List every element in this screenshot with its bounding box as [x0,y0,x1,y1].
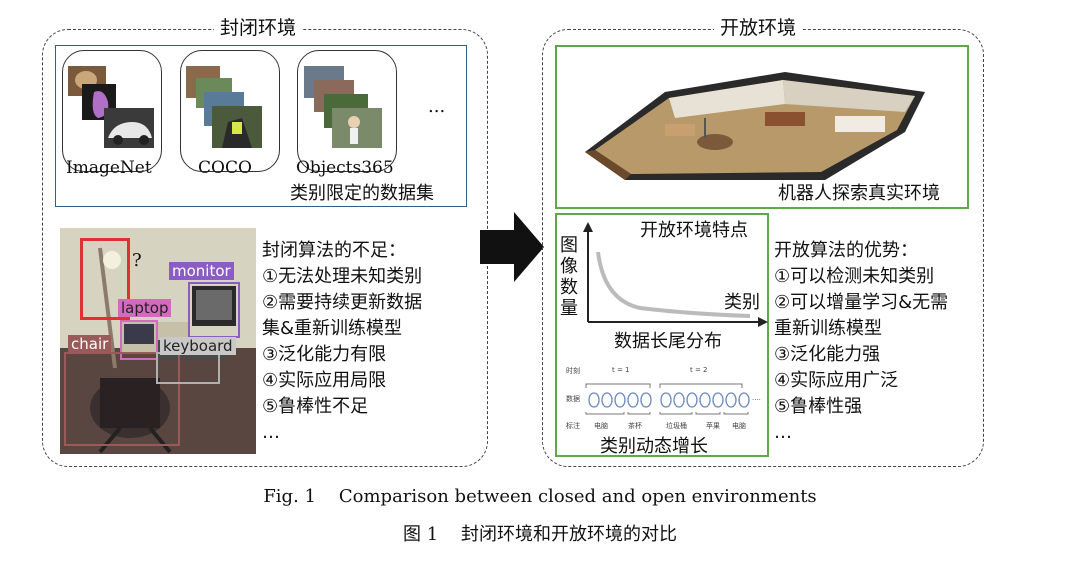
datasets-caption: 类别限定的数据集 [290,183,434,204]
inc-t2-label: t = 2 [690,366,708,374]
robot-env-box [555,45,969,209]
tag-box-chair [64,352,180,446]
closed-shortcoming-more: … [262,422,280,443]
transition-arrow [480,212,544,282]
inc-annotation-4: 苹果 [706,422,720,430]
tag-box-lamp [80,238,130,320]
open-advantage-more: … [774,422,792,443]
closed-shortcoming-4: ④实际应用局限 [262,370,387,391]
inc-row-label-data: 数据 [566,395,580,403]
coco-thumbnails [186,66,262,148]
tag-label-keyboard: keyboard [160,337,236,355]
inc-annotation-3: 垃圾桶 [666,422,687,430]
closed-shortcoming-1: ①无法处理未知类别 [262,266,423,287]
closed-shortcoming-2b: 集&重新训练模型 [262,318,403,339]
office-scene-image [60,228,256,454]
chart-ylabel-char-4: 量 [560,298,578,319]
open-advantage-3: ③泛化能力强 [774,344,881,365]
inc-t1-label: t = 1 [612,366,630,374]
inc-row-label-time: 时刻 [566,367,580,375]
tag-label-monitor: monitor [169,262,234,280]
figure-caption-english: Fig. 1 Comparison between closed and ope… [263,486,817,507]
tag-box-keyboard [156,352,220,384]
inc-annotation-1: 电脑 [594,422,608,430]
robot-env-image [585,72,925,180]
open-features-box [555,213,769,457]
dataset-label-imagenet: ImageNet [66,158,152,178]
chart-ylabel-char-3: 数 [560,277,578,298]
open-env-title: 开放环境 [714,17,803,39]
open-advantage-5: ⑤鲁棒性强 [774,396,863,417]
inc-annotation-2: 茶杯 [628,422,642,430]
closed-shortcomings-heading: 封闭算法的不足： [262,240,406,261]
chart-ylabel-char-2: 像 [560,256,578,277]
tag-box-monitor [188,282,240,338]
imagenet-thumbnails [68,66,154,148]
robot-env-caption: 机器人探索真实环境 [778,183,940,204]
datasets-box [55,45,467,207]
incremental-caption: 类别动态增长 [600,436,708,457]
dataset-label-objects365: Objects365 [296,158,394,178]
closed-shortcoming-5: ⑤鲁棒性不足 [262,396,369,417]
tag-label-laptop: laptop [118,299,172,317]
tag-box-laptop [120,320,158,360]
tag-question-mark: ? [132,250,142,271]
tag-label-chair: chair [68,335,112,353]
datasets-ellipsis: ... [428,96,446,117]
inc-data-more: .... [752,394,761,402]
closed-shortcoming-3: ③泛化能力有限 [262,344,387,365]
open-advantage-1: ①可以检测未知类别 [774,266,935,287]
closed-shortcoming-2: ②需要持续更新数据 [262,292,423,313]
open-advantage-4: ④实际应用广泛 [774,370,899,391]
closed-env-title: 封闭环境 [214,17,303,39]
chart-ylabel-char-1: 图 [560,235,578,256]
chart-xlabel: 类别 [724,292,760,313]
open-advantage-2: ②可以增量学习&无需 [774,292,949,313]
chart-caption: 数据长尾分布 [614,331,722,352]
chart-ylabel: 图 像 数 量 [560,235,580,319]
incremental-data-diagram [585,383,750,415]
long-tail-chart [583,222,768,327]
open-advantage-2b: 重新训练模型 [774,318,882,339]
open-advantages-heading: 开放算法的优势： [774,240,918,261]
figure-caption-chinese: 图 1 封闭环境和开放环境的对比 [402,524,678,545]
dataset-label-coco: COCO [198,158,252,178]
open-features-title: 开放环境特点 [640,220,748,241]
inc-row-label-annotation: 标注 [566,422,580,430]
inc-annotation-5: 电脑 [732,422,746,430]
objects365-thumbnails [304,66,382,148]
